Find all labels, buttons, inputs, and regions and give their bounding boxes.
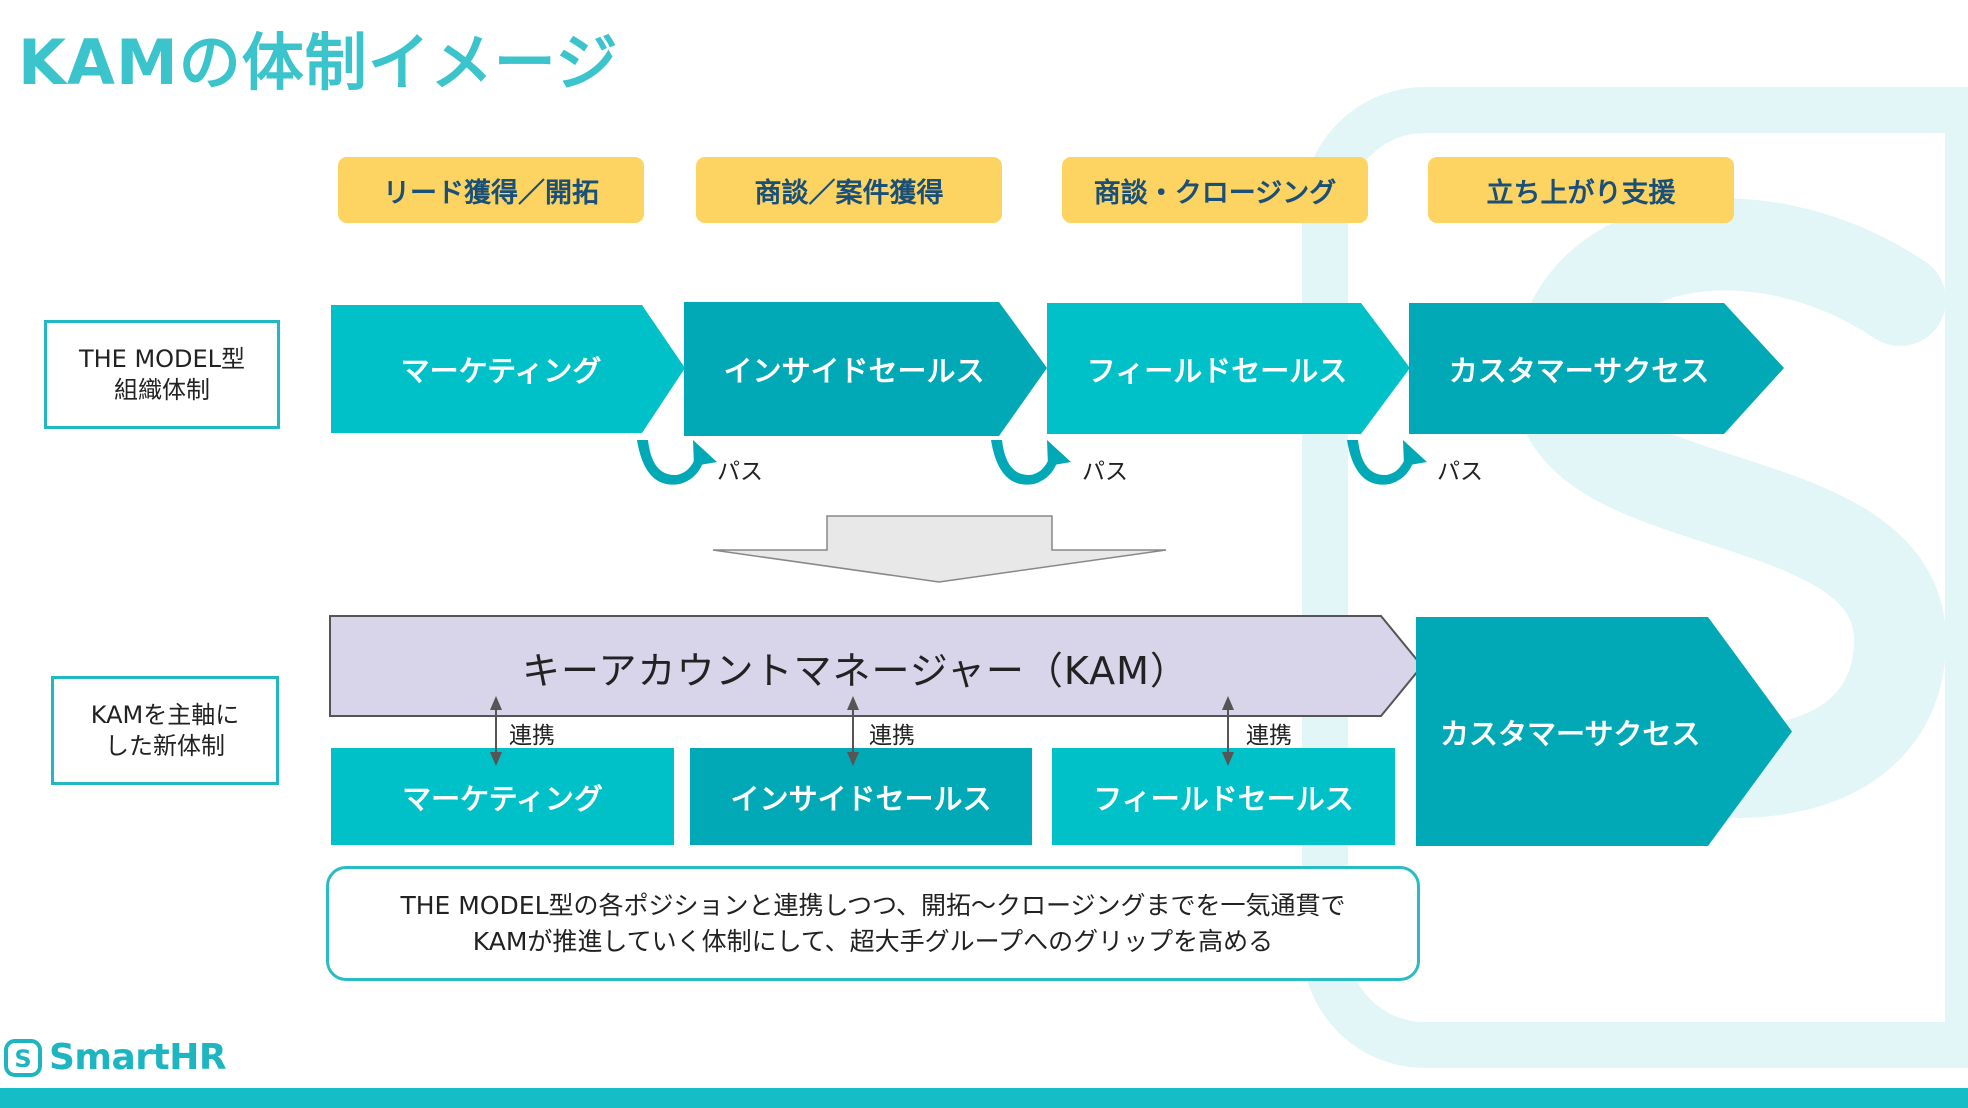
phase-closing: 商談・クロージング bbox=[1062, 157, 1368, 223]
chevron-inside-sales: インサイドセールス bbox=[723, 354, 985, 388]
brand-logo: S SmartHR bbox=[3, 1037, 227, 1078]
kam-bar bbox=[329, 615, 1423, 717]
link-label-3: 連携 bbox=[1246, 723, 1292, 749]
summary-note: THE MODEL型の各ポジションと連携しつつ、開拓〜クロージングまでを一気通貫… bbox=[326, 866, 1420, 981]
chevron-inside-sales-shape bbox=[684, 302, 1047, 436]
link-label-1: 連携 bbox=[509, 723, 555, 749]
page-title: KAMの体制イメージ bbox=[18, 26, 619, 99]
chevron-field-sales-shape bbox=[1047, 303, 1410, 434]
pass-label-2: パス bbox=[1082, 459, 1128, 485]
link-arrow-icon-2 bbox=[847, 696, 859, 766]
pass-arrow-icon-3 bbox=[1347, 440, 1427, 485]
svg-text:S: S bbox=[14, 1045, 31, 1073]
phase-onboarding-support: 立ち上がり支援 bbox=[1428, 157, 1734, 223]
chevron-customer-success: カスタマーサクセス bbox=[1448, 354, 1710, 388]
kam-sub-field-sales: フィールドセールス bbox=[1052, 748, 1395, 845]
pass-label-1: パス bbox=[717, 459, 763, 485]
link-arrow-icon-1 bbox=[490, 696, 502, 766]
pass-arrow-icon-2 bbox=[991, 440, 1071, 485]
down-arrow-icon bbox=[712, 515, 1167, 583]
link-label-2: 連携 bbox=[869, 723, 915, 749]
phase-deal-acquisition: 商談／案件獲得 bbox=[696, 157, 1002, 223]
kam-customer-success: カスタマーサクセス bbox=[1416, 617, 1792, 846]
link-arrow-icon-3 bbox=[1222, 696, 1234, 766]
chevron-marketing: マーケティング bbox=[400, 354, 602, 388]
chevron-field-sales: フィールドセールス bbox=[1086, 354, 1348, 388]
summary-note-line2: KAMが推進していく体制にして、超大手グループへのグリップを高める bbox=[472, 926, 1274, 956]
row-label-kam: KAMを主軸に した新体制 bbox=[51, 676, 279, 785]
phase-lead-acquisition: リード獲得／開拓 bbox=[338, 157, 644, 223]
row-label-the-model-line1: THE MODEL型 bbox=[78, 344, 246, 373]
row-label-kam-line2: した新体制 bbox=[104, 731, 225, 760]
footer-bar bbox=[0, 1088, 1968, 1108]
chevron-customer-success-shape bbox=[1409, 303, 1784, 434]
row-label-the-model: THE MODEL型 組織体制 bbox=[44, 320, 280, 429]
pass-arrow-icon-1 bbox=[637, 440, 717, 485]
brand-name: SmartHR bbox=[49, 1037, 227, 1078]
chevron-marketing-shape bbox=[331, 305, 685, 433]
pass-label-3: パス bbox=[1437, 459, 1483, 485]
kam-bar-label: キーアカウントマネージャー（KAM） bbox=[522, 649, 1189, 693]
row-label-kam-line1: KAMを主軸に bbox=[90, 700, 240, 729]
summary-note-line1: THE MODEL型の各ポジションと連携しつつ、開拓〜クロージングまでを一気通貫… bbox=[400, 890, 1346, 920]
kam-sub-inside-sales: インサイドセールス bbox=[690, 748, 1032, 845]
smarthr-logo-icon: S bbox=[4, 1038, 42, 1077]
row-label-the-model-line2: 組織体制 bbox=[114, 375, 210, 404]
kam-sub-marketing: マーケティング bbox=[331, 748, 674, 845]
